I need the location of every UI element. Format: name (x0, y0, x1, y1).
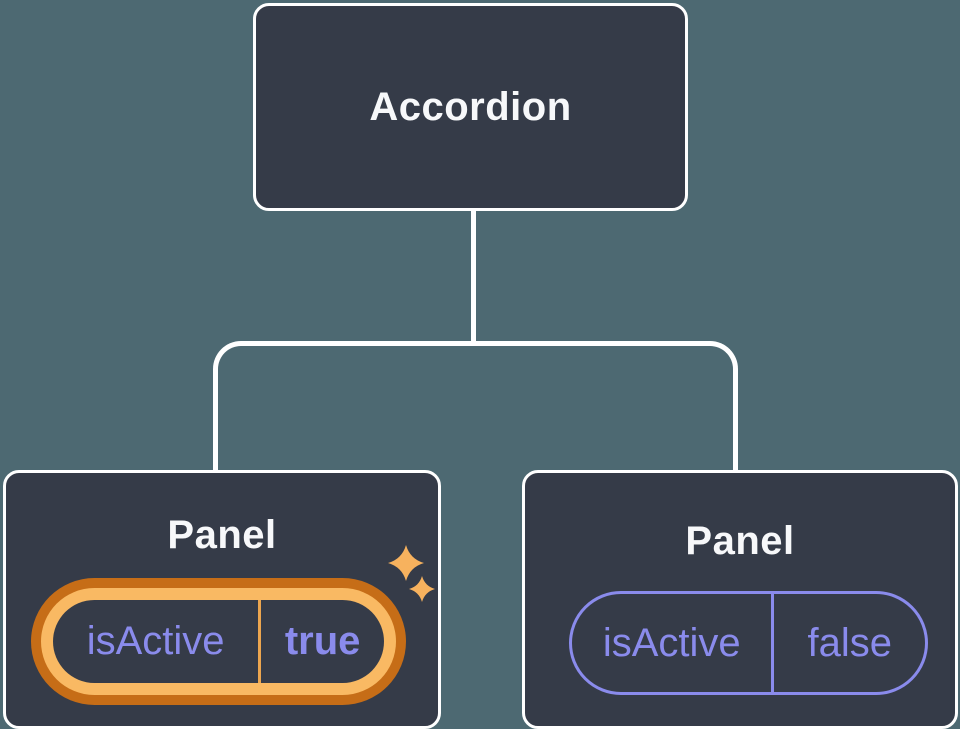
state-pill-active-core: isActive true (53, 600, 384, 683)
state-prop-value: true (284, 619, 361, 663)
state-pill-divider (258, 600, 262, 683)
state-prop-value: false (807, 620, 892, 665)
sparkle-icon-small (409, 576, 435, 602)
state-pill-active-inner-ring: isActive true (41, 588, 396, 695)
state-pill-active: isActive true (31, 578, 406, 705)
state-pill-divider (771, 594, 775, 692)
node-panel-inactive: Panel isActive false (522, 470, 958, 729)
page-bottom-strip (0, 729, 960, 734)
connector-root-stem (471, 209, 476, 346)
node-panel-active: Panel isActive true (3, 470, 441, 729)
sparkle-icon (388, 545, 435, 602)
sparkle-icon-large (388, 545, 424, 581)
node-accordion: Accordion (253, 3, 688, 211)
node-panel-active-label: Panel (167, 513, 277, 557)
node-accordion-label: Accordion (369, 84, 572, 129)
state-prop-name: isActive (86, 619, 225, 663)
state-prop-name: isActive (602, 620, 741, 665)
node-panel-inactive-label: Panel (685, 519, 795, 563)
state-pill-inactive: isActive false (569, 591, 928, 695)
connector-branch (213, 341, 738, 473)
